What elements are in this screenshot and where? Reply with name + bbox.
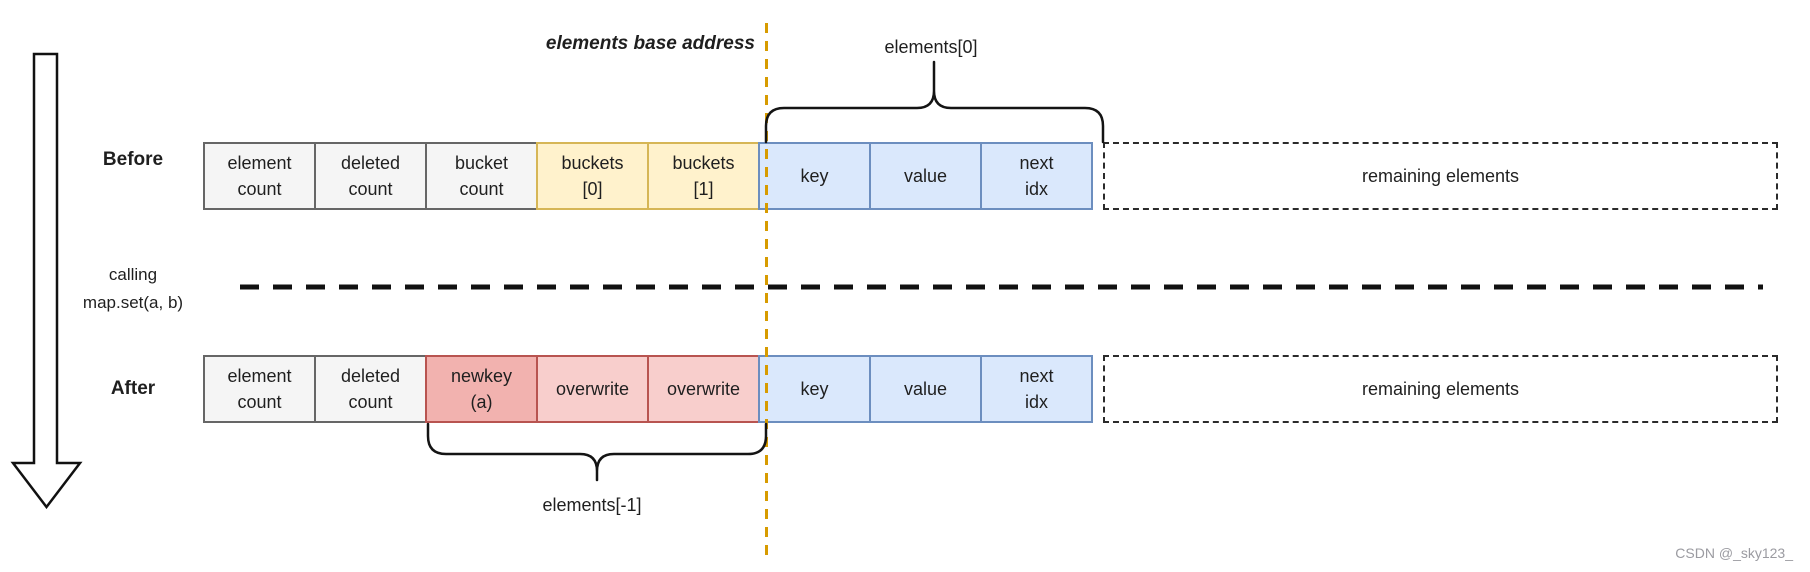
after-row: element count deleted count newkey (a) o… — [203, 355, 1093, 423]
calling-line1: calling — [108, 265, 158, 284]
cell-buckets-0: buckets [0] — [536, 142, 649, 210]
cell-text: value — [903, 378, 948, 399]
cell-next-idx: next idx — [980, 142, 1093, 210]
remaining-elements-text: remaining elements — [1361, 165, 1520, 186]
cell-key: key — [758, 355, 871, 423]
cell-text: [0] — [582, 179, 603, 199]
cell-key: key — [758, 142, 871, 210]
elements-0-label: elements[0] — [884, 37, 978, 57]
cell-text: value — [903, 165, 948, 186]
box-remaining-elements-before: remaining elements — [1103, 142, 1778, 210]
cell-text: element — [227, 365, 292, 386]
before-row: element count deleted count bucket count… — [203, 142, 1093, 210]
cell-bucket-count: bucket count — [425, 142, 538, 210]
cell-text: overwrite — [555, 378, 630, 399]
cell-text: key — [800, 165, 829, 186]
cell-text: newkey — [450, 365, 513, 386]
cell-text: buckets — [672, 152, 735, 173]
remaining-elements-text: remaining elements — [1361, 378, 1520, 399]
cell-text: next — [1019, 152, 1054, 173]
cell-text: key — [800, 378, 829, 399]
cell-text: bucket — [454, 152, 509, 173]
cell-element-count: element count — [203, 355, 316, 423]
cell-text: count — [459, 179, 504, 199]
cell-text: next — [1019, 365, 1054, 386]
watermark: CSDN @_sky123_ — [1675, 545, 1793, 561]
cell-value: value — [869, 142, 982, 210]
elements-neg1-brace — [426, 422, 768, 482]
after-label: After — [110, 378, 156, 399]
cell-buckets-1: buckets [1] — [647, 142, 760, 210]
elements-neg1-label: elements[-1] — [542, 495, 642, 515]
cell-element-count: element count — [203, 142, 316, 210]
cell-text: idx — [1024, 392, 1048, 412]
cell-overwrite-2: overwrite — [647, 355, 760, 423]
cell-text: count — [348, 179, 393, 199]
cell-newkey: newkey (a) — [425, 355, 538, 423]
cell-text: buckets — [561, 152, 624, 173]
cell-text: idx — [1024, 179, 1048, 199]
cell-deleted-count: deleted count — [314, 355, 427, 423]
cell-text: count — [237, 179, 282, 199]
elements0-brace — [764, 60, 1105, 144]
cell-text: (a) — [470, 392, 493, 412]
cell-text: deleted — [340, 152, 401, 173]
cell-text: element — [227, 152, 292, 173]
calling-line2: map.set(a, b) — [82, 293, 184, 312]
cell-value: value — [869, 355, 982, 423]
before-label: Before — [102, 149, 164, 170]
box-remaining-elements-after: remaining elements — [1103, 355, 1778, 423]
cell-text: count — [348, 392, 393, 412]
calling-map-set-label: calling map.set(a, b) — [83, 261, 183, 317]
elements-base-address-label: elements base address — [545, 33, 755, 54]
cell-text: [1] — [693, 179, 714, 199]
cell-text: overwrite — [666, 378, 741, 399]
cell-next-idx: next idx — [980, 355, 1093, 423]
cell-text: deleted — [340, 365, 401, 386]
cell-overwrite-1: overwrite — [536, 355, 649, 423]
cell-deleted-count: deleted count — [314, 142, 427, 210]
down-arrow-icon — [10, 52, 83, 510]
cell-text: count — [237, 392, 282, 412]
